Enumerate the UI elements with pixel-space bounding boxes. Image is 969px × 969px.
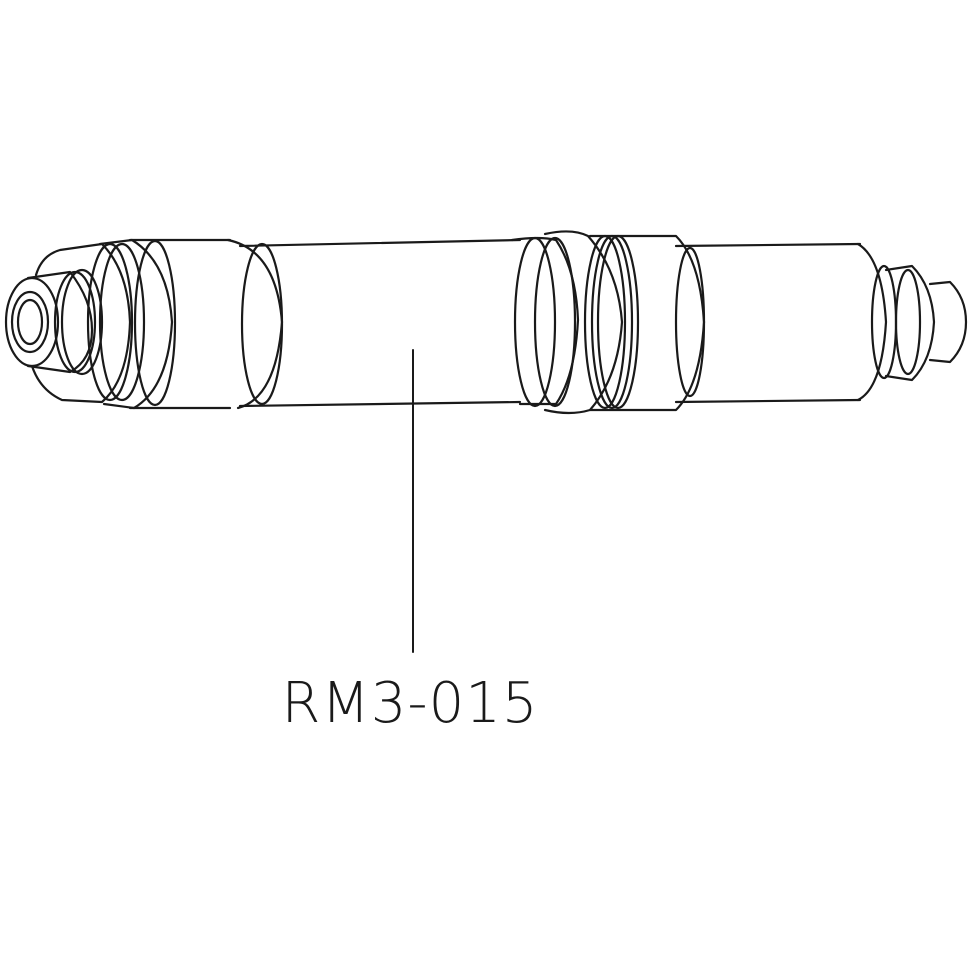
axle-body bbox=[128, 230, 706, 415]
part-number-label: RM3-015 bbox=[281, 671, 539, 736]
left-end-cap bbox=[4, 238, 177, 410]
right-end-shaft bbox=[674, 242, 968, 404]
